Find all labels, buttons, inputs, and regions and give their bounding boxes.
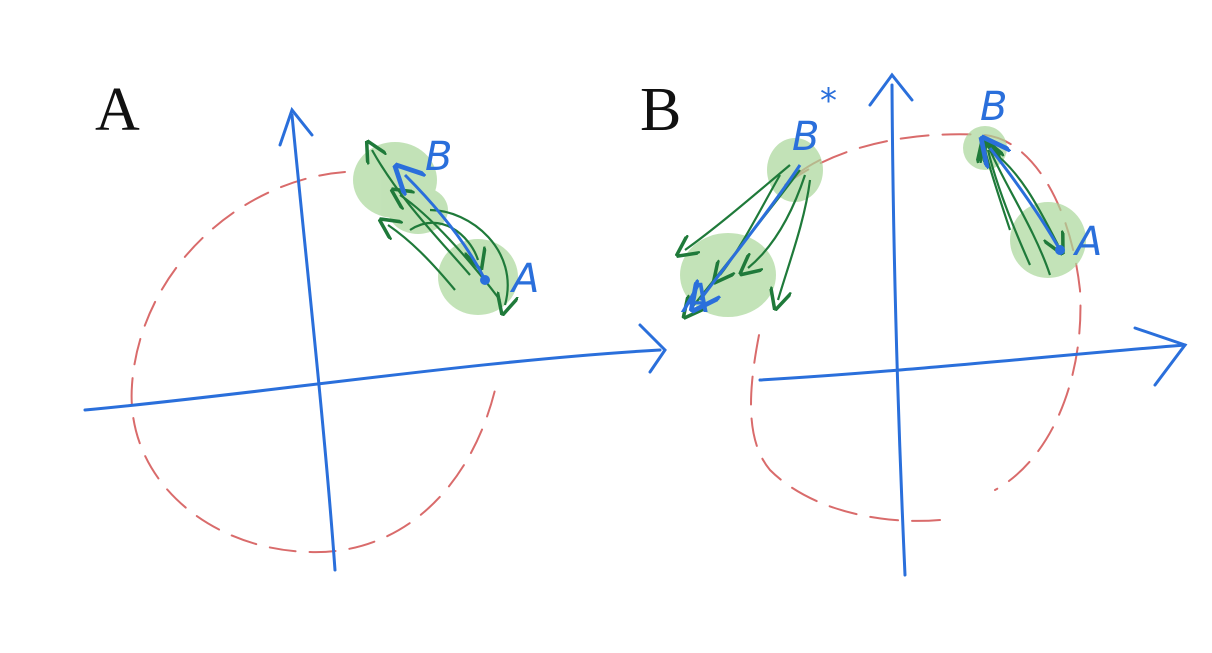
panel-a-x-axis-arrowhead: [638, 323, 667, 374]
panel-b-label-star: *: [820, 81, 837, 121]
panel-b-left-arrow-4: [778, 179, 812, 300]
panel-a-y-axis-arrowhead: [278, 106, 314, 147]
panel-b-label-a-left: A: [680, 276, 710, 322]
panel-b-label-a-right: A: [1072, 219, 1102, 265]
panel-a-label-b: B: [425, 134, 452, 180]
panel-b-right-point-a: [1055, 245, 1065, 255]
panel-a-x-axis: [83, 348, 662, 412]
panel-a-label-a: A: [509, 256, 539, 302]
panel-a-arrow-1: [372, 150, 471, 276]
panel-b-title: B: [640, 76, 681, 144]
panel-b-left-blue-arrow: [700, 164, 802, 300]
panel-b-left-arrow-3: [748, 174, 807, 268]
panel-a-point-a: [480, 275, 490, 285]
panel-a-unit-circle: [130, 171, 496, 554]
panel-a-title: A: [95, 76, 140, 144]
panel-b-y-axis-arrowhead: [868, 72, 914, 107]
panel-b-x-axis: [758, 343, 1187, 382]
panel-b-y-axis: [890, 83, 907, 577]
panel-b-x-axis-arrowhead: [1133, 326, 1188, 387]
panel-a-arrow-2: [400, 195, 501, 301]
panel-b: B: [640, 72, 1188, 577]
panel-a-arrow-3: [388, 225, 456, 291]
panel-b-left-arrow-1: [685, 164, 791, 250]
panel-b-label-b-right: B: [980, 84, 1007, 130]
panel-a-arrow-4: [429, 208, 508, 305]
panel-b-right-blue-arrow: [990, 148, 1062, 251]
panel-a: A A B: [83, 76, 667, 572]
panel-a-blue-arrow: [405, 175, 487, 281]
panel-b-label-b-left: B: [792, 114, 819, 160]
panel-a-y-axis: [290, 113, 337, 572]
